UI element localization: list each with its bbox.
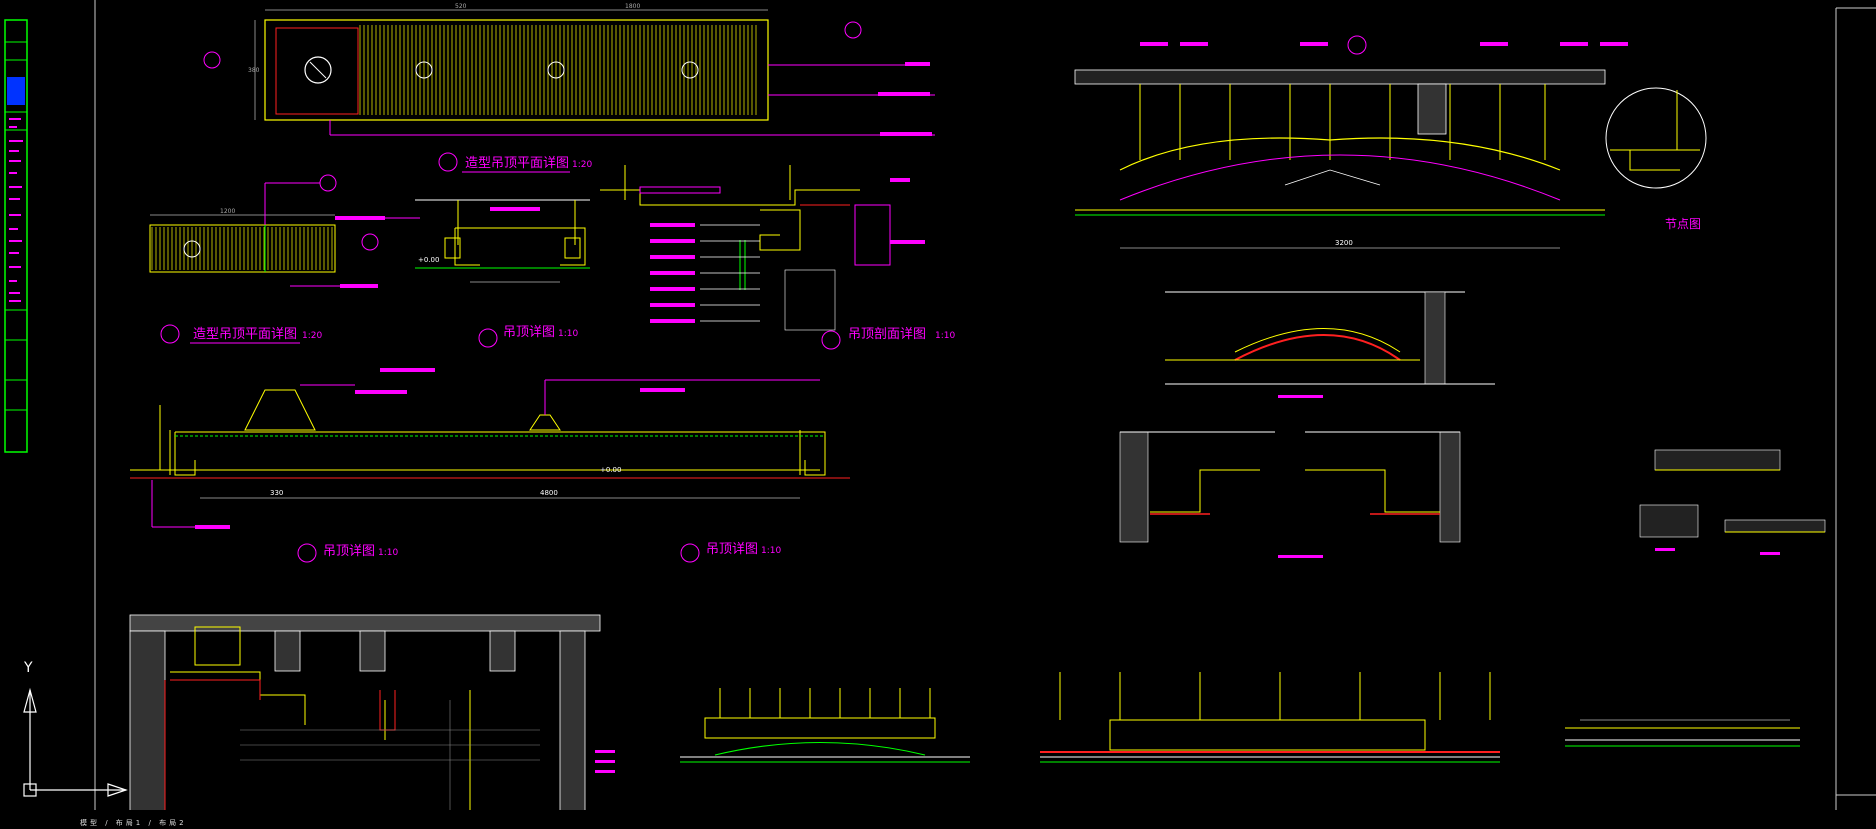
plan-a-scale: 1:20 [572,160,592,170]
ceiling-plan-b: 1200 造型吊顶平面详图 1:20 [149,174,420,344]
section-b: 吊顶剖面详图 1:10 [600,165,955,350]
plan-a-dim-height: 380 [248,67,260,74]
right-details [1639,449,1826,555]
plan-a-title: 造型吊顶平面详图 [465,156,569,171]
section-b-title: 吊顶剖面详图 [848,327,926,342]
arch-dim-total: 3200 [1335,239,1353,247]
palette-active-tool[interactable] [7,77,25,105]
drawing-frame [94,0,1876,810]
ceiling-plan-a: 520 1800 380 造型吊顶平面详图 1:20 [203,3,935,173]
section-a-level: +0.00 [418,256,439,264]
layout-tabs[interactable]: 模型 / 布局1 / 布局2 [80,819,187,827]
bottom-section-2 [1040,672,1500,763]
bottom-section-3 [1565,719,1800,747]
long-b-title: 吊顶详图 [706,542,758,557]
node-detail-title: 节点图 [1665,217,1701,231]
section-a: +0.00 吊顶详图 1:10 [415,199,590,348]
tool-palette[interactable] [4,19,28,453]
long-a-title: 吊顶详图 [323,544,375,559]
plan-a-title-marker [438,152,458,172]
plan-b-dim-width: 1200 [220,208,235,215]
bottom-section-1 [680,688,970,763]
long-dim-total: 4800 [540,489,558,497]
status-bar[interactable]: 模型 / 布局1 / 布局2 [0,810,1876,827]
section-small-2 [1119,431,1461,558]
section-a-title: 吊顶详图 [503,325,555,340]
long-a-scale: 1:10 [378,548,398,558]
plan-b-scale: 1:20 [302,331,322,341]
plan-a-dim-right: 1800 [625,3,640,10]
section-a-scale: 1:10 [558,329,578,339]
plan-b-title: 造型吊顶平面详图 [193,327,297,342]
ucs-icon [23,687,128,797]
building-section [129,614,615,812]
arch-section: 3200 节点图 [1074,35,1707,249]
long-dim-left: 330 [270,489,283,497]
section-b-scale: 1:10 [935,331,955,341]
long-section: 330 4800 +0.00 吊顶详图 1:10 吊顶详图 1:10 [130,368,850,563]
section-small-1 [1165,291,1495,398]
long-level: +0.00 [600,466,621,474]
ucs-y-label: Y [23,660,33,676]
long-b-scale: 1:10 [761,546,781,556]
plan-a-dim-left: 520 [455,3,467,10]
